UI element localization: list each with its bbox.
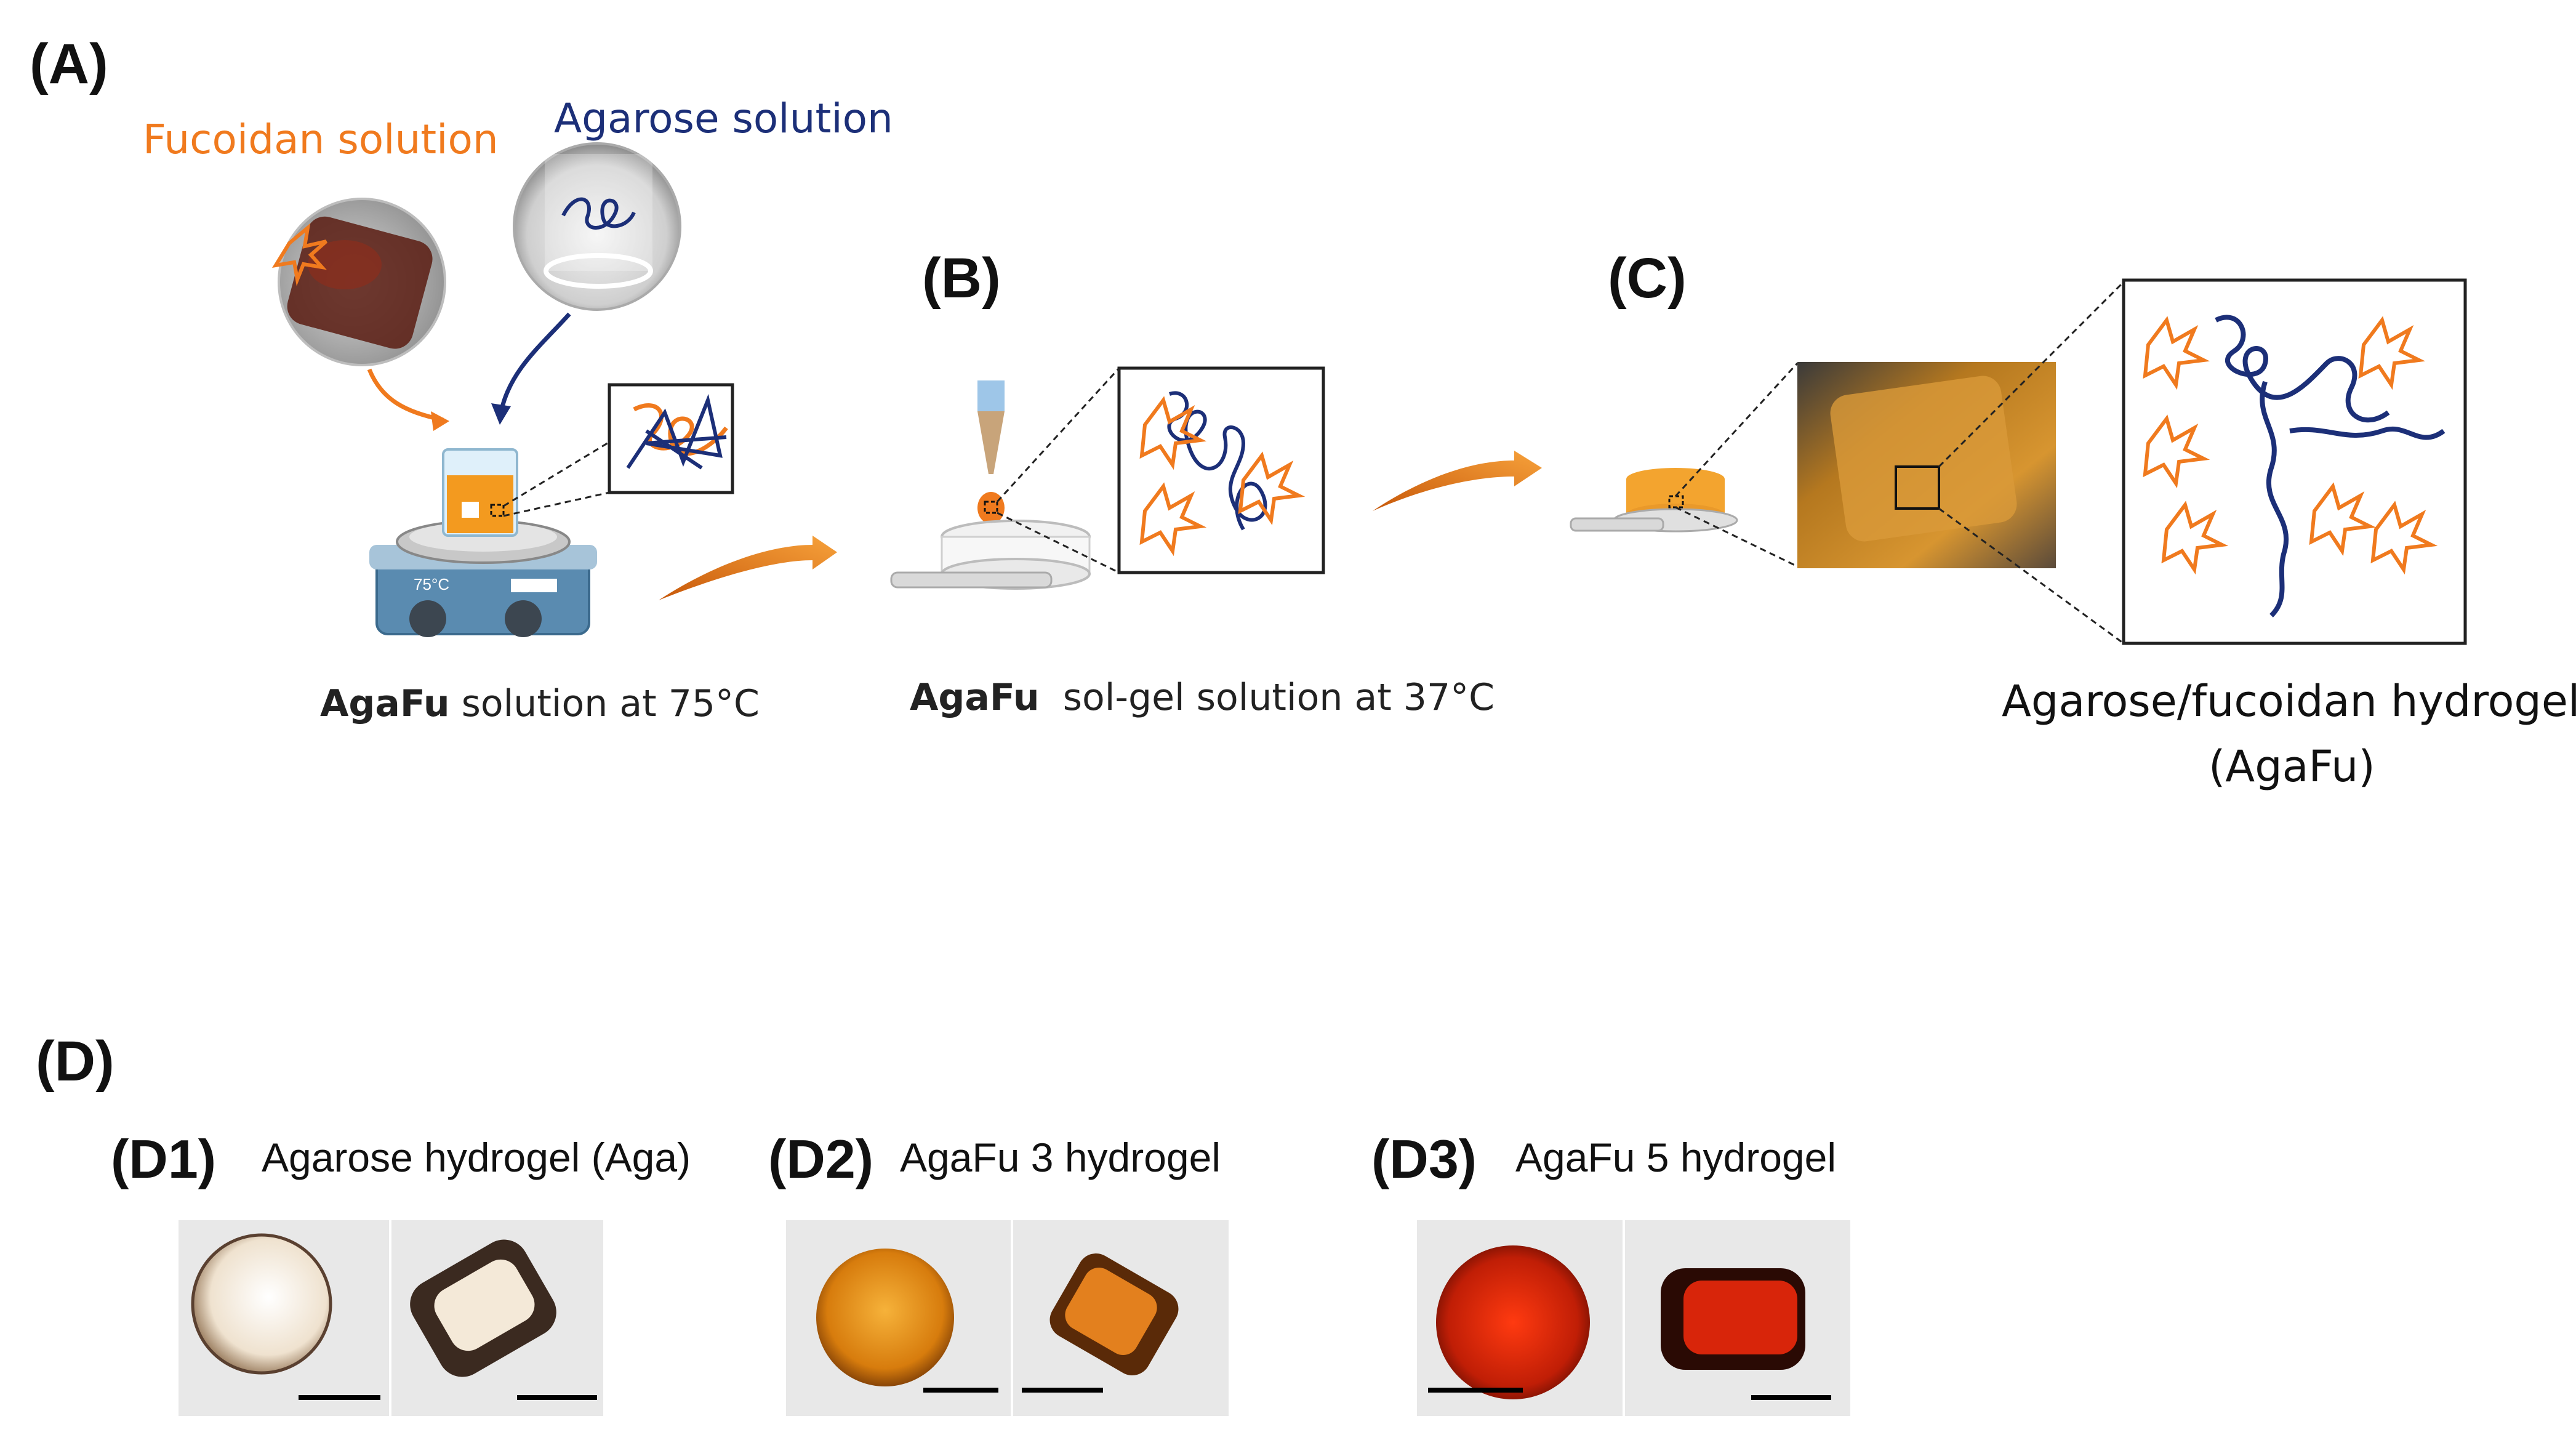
d2-label: (D2) [768,1128,874,1189]
zoom-box-c [2122,278,2467,645]
d1-photo-sphere [179,1220,389,1416]
zoom-line-c1 [1674,362,1799,497]
zoom-box-b [1117,366,1325,574]
caption-b: AgaFu sol-gel solution at 37°C [910,676,1495,719]
zoom-line-b2 [997,512,1120,574]
d1-photo-disc [391,1220,603,1416]
arrow-fucoidan-to-beaker [367,368,444,422]
d2-photo-disc [1013,1220,1229,1416]
d2-photo-sphere [786,1220,1011,1416]
d3-photo-sphere [1417,1220,1623,1416]
arrow-agarose-to-beaker [499,312,571,410]
hotplate-stirrer: 75°C [369,520,597,637]
caption-a-rest: solution at 75°C [449,682,760,725]
arrow-fucoidan-head [431,411,449,431]
zoom-line-a2 [503,491,610,517]
d2-title: AgaFu 3 hydrogel [900,1135,1221,1180]
panel-label-c: (C) [1608,247,1687,310]
fucoidan-solution-label: Fucoidan solution [143,116,499,163]
beaker [442,448,518,537]
panel-label-b: (B) [922,247,1001,310]
d3-title: AgaFu 5 hydrogel [1515,1135,1837,1180]
zoom-line-c3 [1938,281,2125,468]
fucoidan-vial-photo [278,198,446,366]
zoom-line-a1 [503,441,610,507]
agarose-glyph [561,197,636,230]
caption-a-bold: AgaFu [320,682,450,725]
arrow-a-to-b [659,536,837,600]
d3-photo-disc [1625,1220,1850,1416]
caption-b-bold: AgaFu [910,676,1040,719]
pipette-tip [977,380,1005,524]
caption-a: AgaFu solution at 75°C [320,682,760,725]
arrow-agarose-head [491,403,511,425]
fucoidan-glyph [272,223,327,286]
caption-c-line2: (AgaFu) [2209,741,2375,792]
arrow-b-to-c [1373,451,1542,511]
zoom-line-b1 [996,367,1120,503]
zoom-line-c4 [1938,507,2124,645]
zoom-line-c2 [1675,506,1798,568]
mold-dish-b [890,520,1091,590]
panel-label-a: (A) [30,33,108,95]
d3-label: (D3) [1371,1128,1477,1189]
d1-title: Agarose hydrogel (Aga) [262,1135,691,1180]
caption-b-rest: sol-gel solution at 37°C [1039,676,1495,719]
mold-with-gel [1570,468,1738,533]
gel-photo [1797,362,2056,568]
zoom-box-a [608,383,734,494]
caption-c-line1: Agarose/fucoidan hydrogels [2002,676,2576,726]
panel-label-d: (D) [36,1030,114,1093]
d1-label: (D1) [111,1128,217,1189]
stirrer-temp-readout: 75°C [414,575,449,593]
agarose-solution-label: Agarose solution [554,95,893,142]
